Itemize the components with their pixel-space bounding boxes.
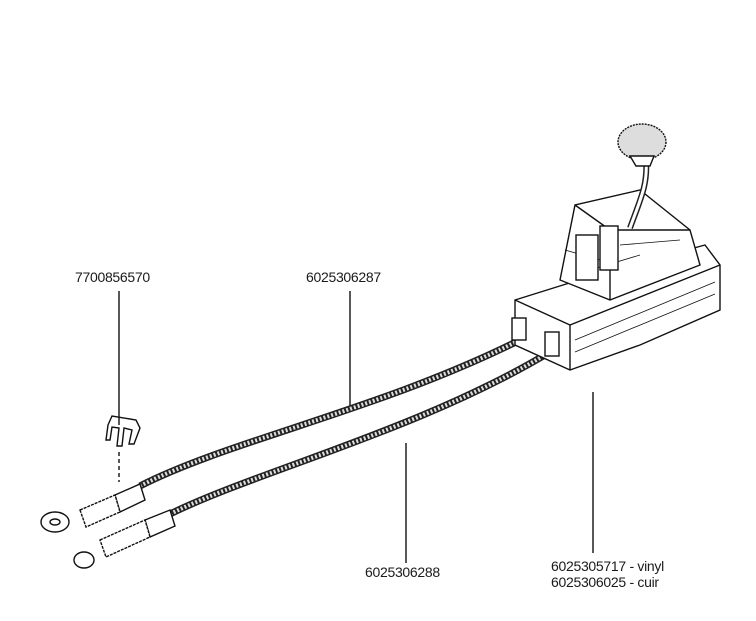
- shifter-housing: [511, 189, 721, 371]
- cable-end-upper: [40, 483, 146, 533]
- part-label-cable-lower: 6025306288: [365, 564, 440, 580]
- part-label-shifter-cuir: 6025306025 - cuir: [551, 574, 659, 590]
- part-label-clip: 7700856570: [75, 269, 150, 285]
- cable-end-lower: [73, 509, 176, 569]
- part-label-shifter-vinyl: 6025305717 - vinyl: [551, 558, 664, 574]
- shift-knob: [617, 123, 667, 167]
- part-label-cable-upper: 6025306287: [306, 269, 381, 285]
- cable-upper: [138, 336, 522, 490]
- clip-part: [105, 415, 141, 447]
- cable-lower: [168, 348, 552, 518]
